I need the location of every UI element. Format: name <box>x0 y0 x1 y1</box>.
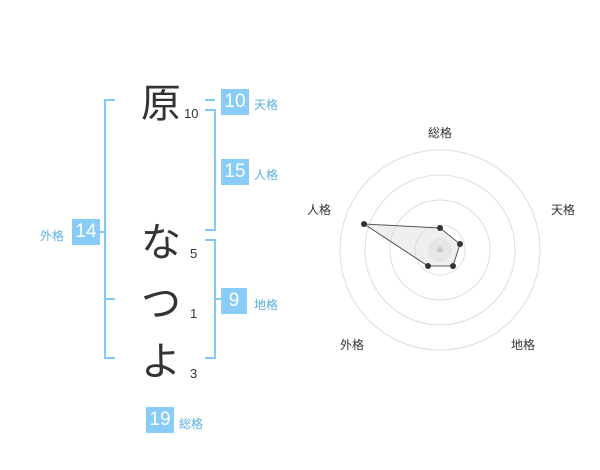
radar-point-gaikaku <box>425 263 431 269</box>
name-char-1: 原 <box>141 81 181 127</box>
jinkaku-badge: 15 <box>221 159 249 185</box>
stroke-count-2: 5 <box>190 246 198 261</box>
chikaku-label: 地格 <box>254 298 279 312</box>
radar-point-tenkaku <box>457 241 463 247</box>
chikaku-badge: 9 <box>221 288 247 314</box>
radar-ring-4 <box>339 149 541 351</box>
radar-ring-2 <box>389 199 491 301</box>
gaikaku-badge: 14 <box>72 219 100 245</box>
radar-label-tenkaku: 天格 <box>551 203 576 217</box>
radar-label-jinkaku: 人格 <box>307 203 332 217</box>
radar-label-gaikaku: 外格 <box>340 338 365 352</box>
soukaku-label: 総格 <box>179 417 204 431</box>
radar-ring-3 <box>364 174 516 326</box>
name-char-2: な <box>141 220 181 266</box>
jinkaku-label: 人格 <box>254 168 279 182</box>
radar-point-chikaku <box>450 263 456 269</box>
tenkaku-label: 天格 <box>254 98 279 112</box>
name-char-3: つ <box>141 281 181 327</box>
tenkaku-badge: 10 <box>221 89 249 115</box>
stroke-count-3: 1 <box>190 306 198 321</box>
radar-polygon <box>362 223 461 267</box>
radar-point-jinkaku <box>361 221 367 227</box>
radar-center-dot <box>437 247 443 253</box>
radar-label-soukaku: 総格 <box>428 126 453 140</box>
radar-label-chikaku: 地格 <box>511 338 536 352</box>
gaikaku-label: 外格 <box>40 229 65 243</box>
name-char-4: よ <box>141 339 181 385</box>
stroke-count-1: 10 <box>184 106 199 121</box>
stroke-count-4: 3 <box>190 366 198 381</box>
radar-point-soukaku <box>437 225 443 231</box>
soukaku-badge: 19 <box>146 407 174 433</box>
